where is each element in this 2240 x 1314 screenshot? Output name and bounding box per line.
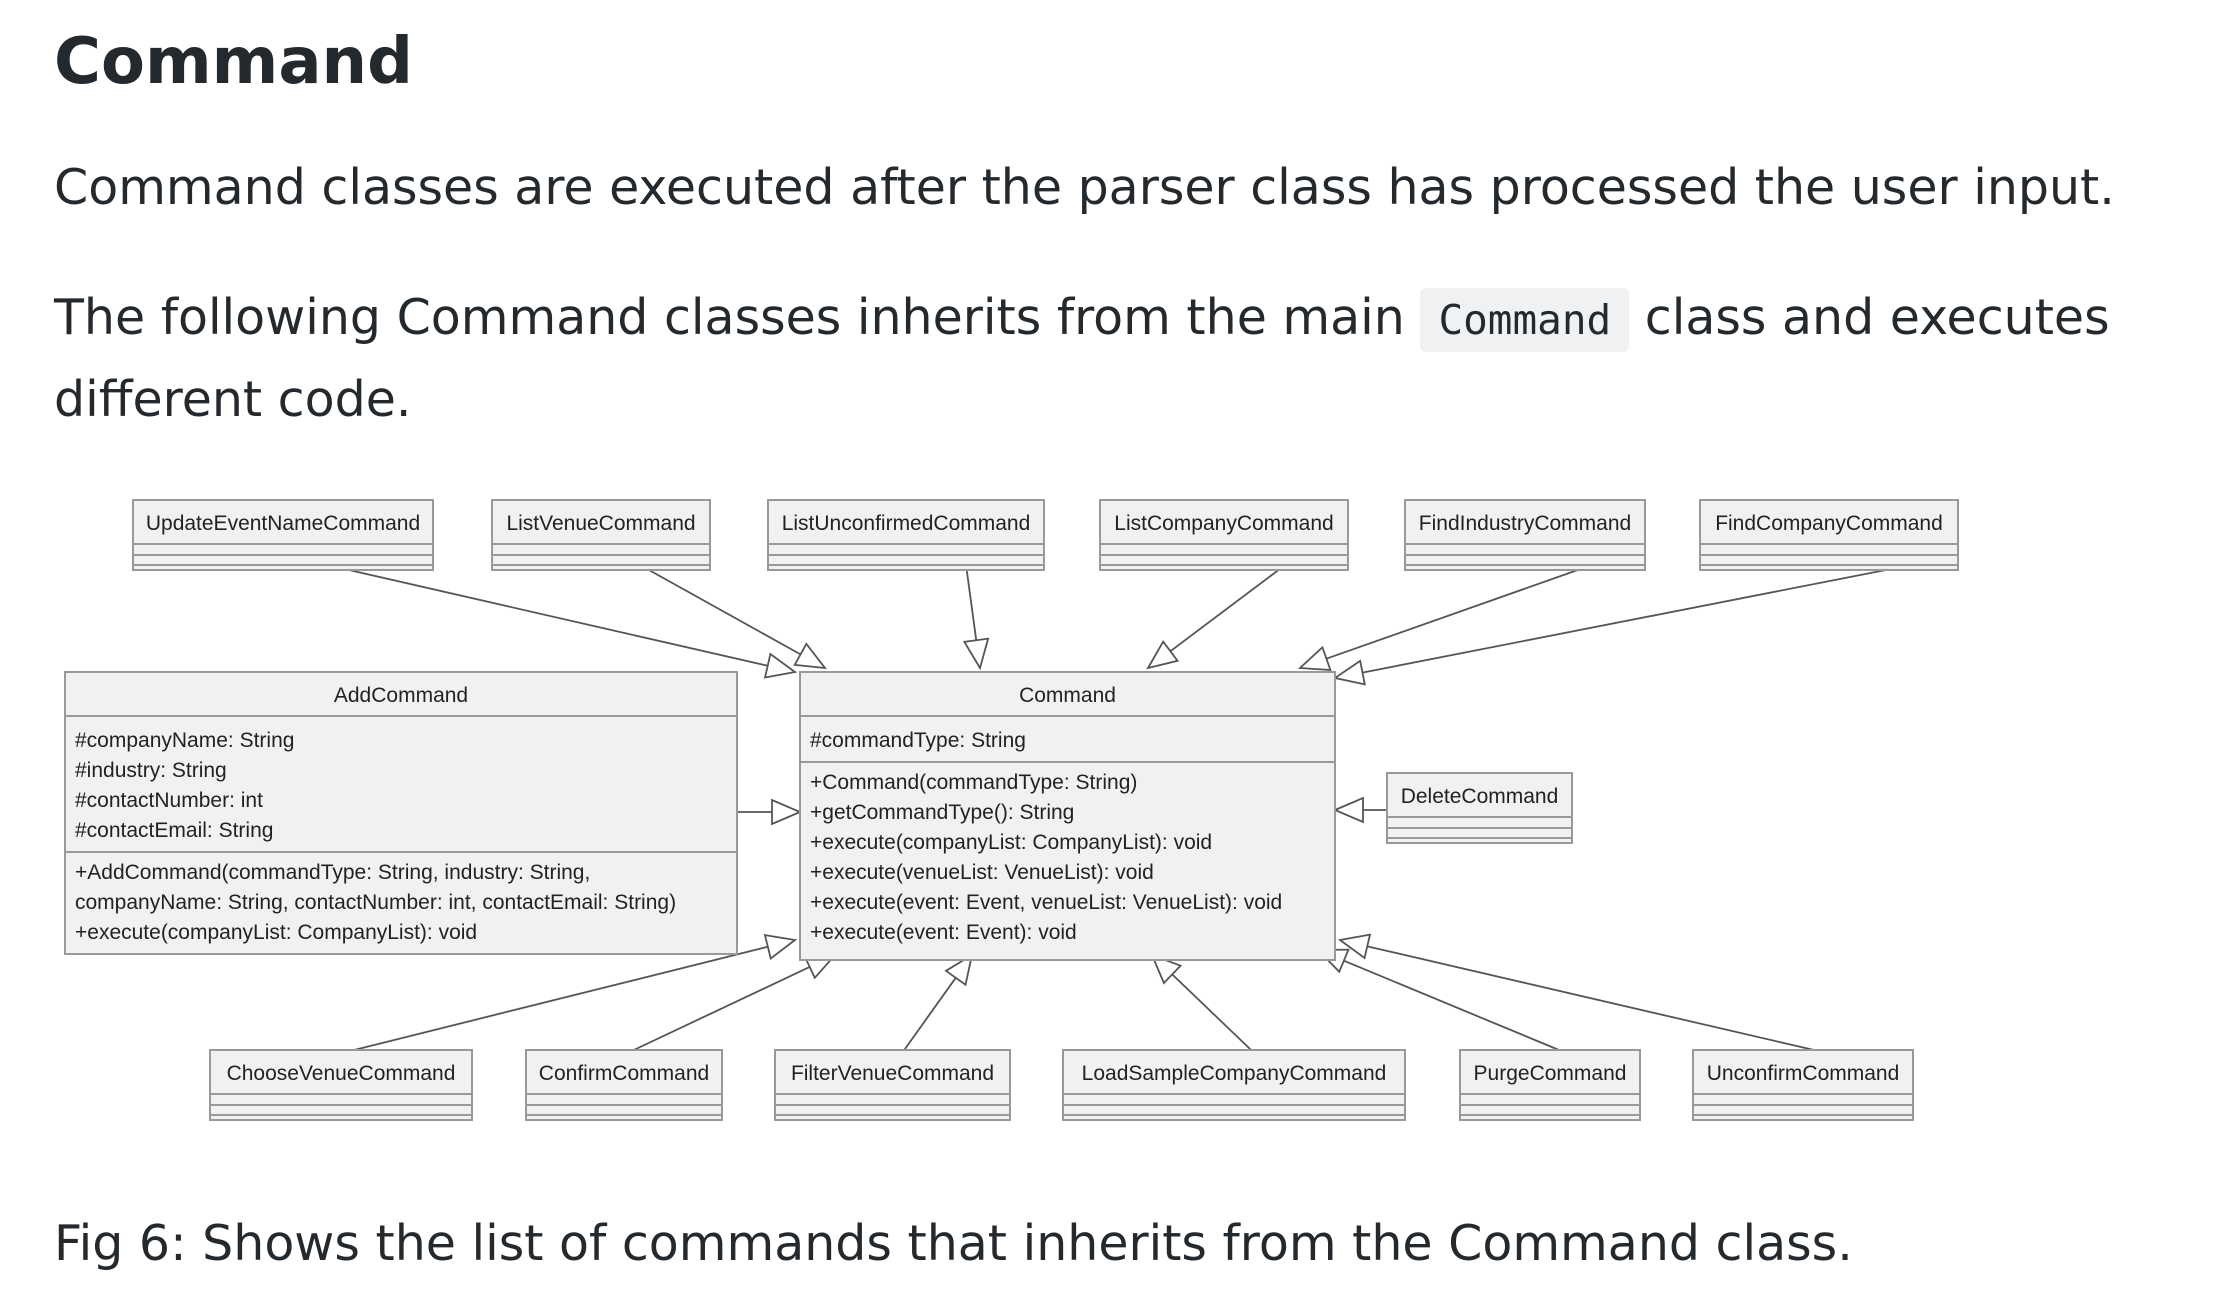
class-name: ListVenueCommand — [506, 512, 695, 535]
inheritance-arrow — [1297, 569, 1579, 671]
inheritance-arrow — [903, 953, 974, 1051]
class-box-delete-command: DeleteCommand — [1386, 772, 1573, 844]
class-name: FindIndustryCommand — [1419, 512, 1631, 535]
class-method: +execute(companyList: CompanyList): void — [75, 921, 477, 944]
inline-code: Command — [1420, 288, 1630, 352]
figure-caption: Fig 6: Shows the list of commands that i… — [54, 1215, 1853, 1272]
class-name: UpdateEventNameCommand — [146, 512, 420, 535]
inheritance-arrow — [633, 954, 838, 1051]
class-box-unconfirm-command: UnconfirmCommand — [1692, 1049, 1914, 1121]
class-box-list-company-command: ListCompanyCommand — [1099, 499, 1349, 571]
class-attribute: #industry: String — [75, 759, 227, 782]
inheritance-arrow — [962, 569, 990, 671]
class-method: +execute(event: Event, venueList: VenueL… — [810, 891, 1282, 914]
inheritance-arrow — [1315, 948, 1560, 1051]
paragraph-text-before: The following Command classes inherits f… — [54, 289, 1421, 346]
class-box-update-event-name-command: UpdateEventNameCommand — [132, 499, 434, 571]
inheritance-arrow — [648, 569, 827, 670]
inheritance-arrow — [1150, 953, 1252, 1051]
inheritance-arrow — [1332, 796, 1387, 824]
class-box-confirm-command: ConfirmCommand — [525, 1049, 723, 1121]
inheritance-arrow — [1146, 569, 1280, 670]
class-box-purge-command: PurgeCommand — [1459, 1049, 1641, 1121]
class-name: FindCompanyCommand — [1715, 512, 1943, 535]
class-box-command: Command #commandType: String +Command(comm… — [799, 671, 1336, 961]
inheritance-arrow — [1337, 933, 1815, 1051]
class-box-choose-venue-command: ChooseVenueCommand — [209, 1049, 473, 1121]
class-method: +Command(commandType: String) — [810, 771, 1137, 794]
inheritance-arrow — [353, 934, 798, 1051]
section-heading: Command — [54, 25, 413, 99]
class-box-find-industry-command: FindIndustryCommand — [1404, 499, 1646, 571]
inheritance-edges — [348, 569, 1886, 1051]
class-box-filter-venue-command: FilterVenueCommand — [774, 1049, 1011, 1121]
class-attribute: #companyName: String — [75, 729, 294, 752]
paragraph-text-after: class and executes different code. — [54, 289, 2110, 428]
class-box-list-venue-command: ListVenueCommand — [491, 499, 711, 571]
class-method: +execute(event: Event): void — [810, 921, 1077, 944]
class-name: DeleteCommand — [1401, 785, 1559, 808]
class-box-add-command: AddCommand #companyName: String #industry:… — [64, 671, 738, 955]
class-method: +execute(venueList: VenueList): void — [810, 861, 1154, 884]
class-attribute: #contactNumber: int — [75, 789, 263, 812]
class-method: +AddCommand(commandType: String, industr… — [75, 861, 590, 884]
class-box-load-sample-company-command: LoadSampleCompanyCommand — [1062, 1049, 1406, 1121]
class-name: ConfirmCommand — [539, 1062, 709, 1085]
class-name: ListUnconfirmedCommand — [782, 512, 1031, 535]
class-name: PurgeCommand — [1474, 1062, 1627, 1085]
class-name: LoadSampleCompanyCommand — [1082, 1062, 1387, 1085]
class-box-find-company-command: FindCompanyCommand — [1699, 499, 1959, 571]
class-boxes: Command #commandType: String +Command(comm… — [64, 499, 1959, 1121]
inheritance-arrow — [737, 798, 803, 826]
class-box-list-unconfirmed-command: ListUnconfirmedCommand — [767, 499, 1045, 571]
inheritance-arrow — [1332, 569, 1886, 686]
inheritance-arrow — [348, 569, 798, 679]
class-attribute: #commandType: String — [810, 729, 1026, 752]
class-method: +getCommandType(): String — [810, 801, 1074, 824]
uml-class-diagram: Command #commandType: String +Command(comm… — [64, 499, 1959, 1121]
class-name: Command — [1019, 684, 1116, 707]
class-name: ListCompanyCommand — [1114, 512, 1333, 535]
class-name: ChooseVenueCommand — [227, 1062, 456, 1085]
class-name: FilterVenueCommand — [791, 1062, 994, 1085]
class-method: companyName: String, contactNumber: int,… — [75, 891, 676, 914]
class-name: AddCommand — [334, 684, 468, 707]
inheritance-paragraph: The following Command classes inherits f… — [54, 278, 2214, 440]
class-method: +execute(companyList: CompanyList): void — [810, 831, 1212, 854]
class-name: UnconfirmCommand — [1707, 1062, 1900, 1085]
intro-paragraph: Command classes are executed after the p… — [54, 159, 2115, 216]
class-attribute: #contactEmail: String — [75, 819, 273, 842]
